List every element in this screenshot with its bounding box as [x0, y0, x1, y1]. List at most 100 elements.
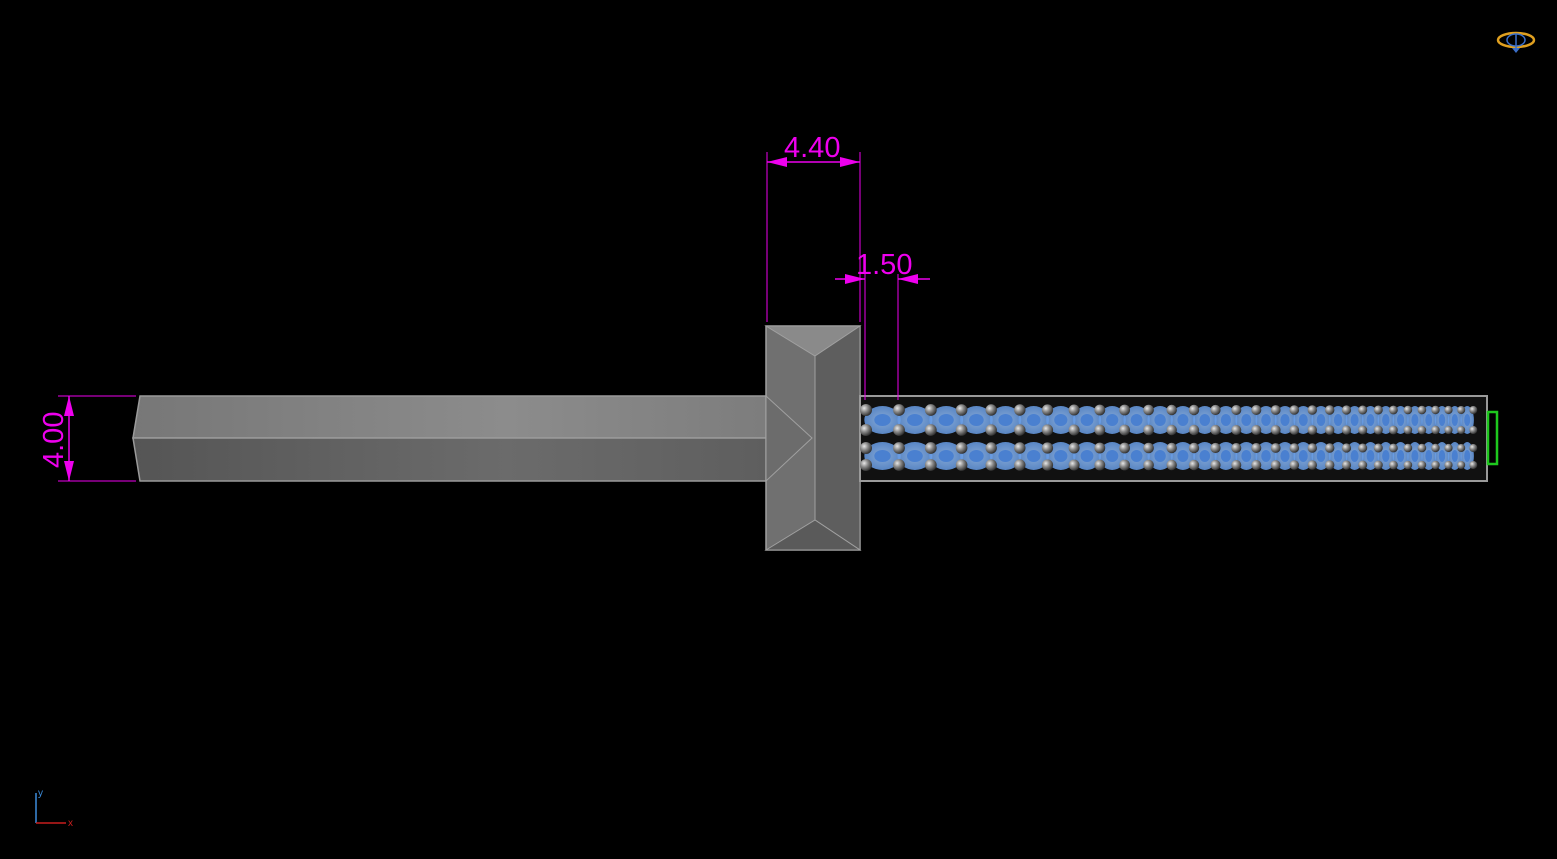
nanotube-atom — [1231, 405, 1242, 415]
nanotube-ring-core — [1438, 414, 1446, 426]
nanotube-atom — [1358, 425, 1368, 435]
block-head[interactable] — [764, 325, 862, 551]
nanotube-atom — [1014, 459, 1026, 471]
nanotube-atom — [1469, 444, 1478, 452]
nanotube-atom — [985, 404, 997, 416]
nanotube-atom — [1389, 460, 1398, 470]
nanotube-atom — [1417, 443, 1427, 453]
nanotube-atom — [1373, 460, 1383, 470]
nanotube-ring-core — [1425, 414, 1433, 426]
nanotube-channel[interactable] — [859, 395, 1488, 482]
end-marker[interactable] — [1486, 410, 1499, 466]
nanotube-ring-core — [1080, 414, 1094, 426]
nanotube-atom — [1289, 425, 1300, 435]
nanotube-ring-core — [1154, 450, 1166, 462]
nanotube-atom — [1068, 404, 1080, 416]
nanotube-ring-core — [1397, 414, 1405, 426]
nanotube-ring-core — [1261, 450, 1271, 462]
nanotube-atom — [1188, 424, 1200, 436]
nanotube-atom — [924, 459, 937, 471]
nanotube-atom — [1373, 405, 1383, 415]
nanotube-atom — [860, 424, 872, 436]
nanotube-ring-core — [1438, 450, 1446, 462]
left-rod[interactable] — [132, 395, 814, 482]
nanotube-ring-core — [1154, 414, 1166, 426]
nanotube-atom — [1341, 443, 1352, 453]
nanotube-atom — [924, 442, 937, 454]
nanotube-ring-core — [1026, 450, 1041, 462]
nanotube-ring-core — [1350, 450, 1359, 462]
nanotube-atom — [1457, 461, 1466, 469]
nanotube-atom — [1166, 404, 1177, 416]
nanotube-ring-core — [1464, 414, 1471, 426]
nanotube-atom — [1457, 444, 1466, 452]
nanotube-atom — [1307, 425, 1318, 435]
nanotube-atom — [1341, 425, 1352, 435]
nanotube-atom — [1358, 443, 1368, 453]
nanotube-ring-core — [1130, 450, 1143, 462]
nanotube-atom — [1251, 460, 1262, 470]
nanotube-atom — [1119, 404, 1130, 416]
nanotube-ring-core — [998, 450, 1013, 462]
nanotube-ring-core — [1054, 450, 1068, 462]
nanotube-atom — [1143, 459, 1154, 471]
nanotube-ring-core — [1298, 414, 1308, 426]
nanotube-atom — [1188, 442, 1200, 454]
nanotube-ring-core — [1054, 414, 1068, 426]
nanotube-atom — [1014, 424, 1026, 436]
nanotube-ring-core — [874, 450, 891, 462]
nanotube-atom — [1041, 404, 1054, 416]
nanotube-atom — [1210, 442, 1221, 454]
nanotube-atom — [1188, 459, 1200, 471]
nanotube-atom — [1444, 425, 1453, 435]
nanotube-atom — [1041, 442, 1054, 454]
nanotube-atom — [1325, 405, 1335, 415]
nanotube-atom — [860, 459, 872, 471]
nanotube-atom — [1403, 425, 1413, 435]
nanotube-atom — [924, 404, 937, 416]
nanotube-ring-core — [907, 414, 923, 426]
nanotube-ring-core — [1333, 414, 1343, 426]
nanotube-ring-core — [1411, 414, 1419, 426]
nanotube-atom — [1143, 442, 1154, 454]
nanotube-atom — [1094, 459, 1106, 471]
nanotube-atom — [1325, 460, 1335, 470]
nanotube-ring-core — [1080, 450, 1094, 462]
nanotube-atom — [1270, 443, 1281, 453]
nanotube-atom — [860, 404, 872, 416]
nanotube-atom — [955, 459, 968, 471]
nanotube-atom — [1119, 424, 1130, 436]
nanotube-atom — [1094, 424, 1106, 436]
nanotube-ring-core — [1241, 414, 1252, 426]
nanotube-atom — [1068, 424, 1080, 436]
nanotube-atom — [1431, 425, 1440, 435]
view-orientation-icon[interactable] — [1496, 31, 1536, 53]
nanotube-atom — [985, 424, 997, 436]
nanotube-atom — [1041, 424, 1054, 436]
axis-triad: y x — [35, 788, 73, 829]
nanotube-atoms — [860, 404, 1478, 471]
nanotube-ring-core — [1366, 414, 1375, 426]
nanotube-ring-core — [1316, 414, 1326, 426]
nanotube-ring-core — [1220, 414, 1231, 426]
nanotube-atom — [1210, 404, 1221, 416]
nanotube-atom — [1431, 443, 1440, 453]
dimension-left-height[interactable]: 4.00 — [38, 395, 136, 482]
nanotube-ring-core — [1177, 450, 1189, 462]
x-axis-label: x — [68, 818, 73, 829]
nanotube-ring-core — [1261, 414, 1271, 426]
nanotube-atom — [893, 424, 905, 436]
dimension-gap[interactable]: 1.50 — [835, 249, 930, 400]
nanotube-ring-core — [1316, 450, 1326, 462]
nanotube-atom — [985, 459, 997, 471]
nanotube-ring-core — [1280, 414, 1290, 426]
nanotube-ring-core — [1382, 450, 1390, 462]
dimension-top-width[interactable]: 4.40 — [766, 132, 861, 322]
nanotube-atom — [1143, 424, 1154, 436]
nanotube-atom — [1307, 460, 1318, 470]
nanotube-atom — [1403, 460, 1413, 470]
nanotube-atom — [1231, 460, 1242, 470]
nanotube-atom — [1469, 426, 1478, 434]
